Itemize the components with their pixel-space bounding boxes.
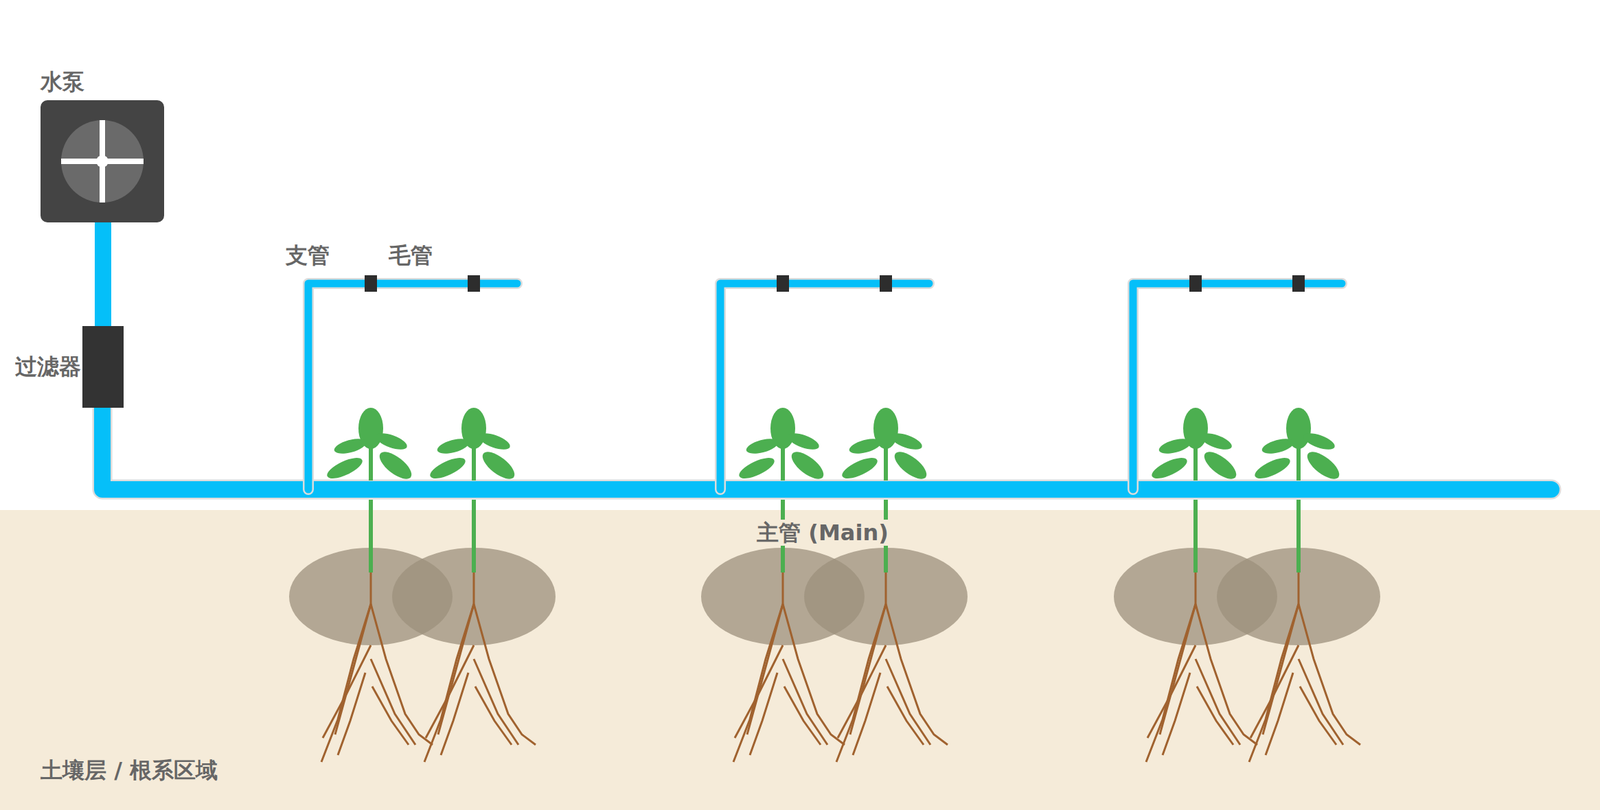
root [473,604,536,746]
root [1298,604,1361,746]
root [1195,659,1241,746]
main-pipe-outline [102,407,1552,490]
pipe-connector [94,222,112,327]
root [1196,686,1234,746]
root [1146,571,1196,763]
leaf [839,453,880,483]
root [1298,659,1344,746]
root [322,645,371,739]
leaf [332,436,368,457]
root [475,686,512,746]
pump-node: 水泵 [40,100,165,223]
emitter [879,275,893,292]
root [885,659,931,746]
root [784,686,821,746]
leaf [1251,453,1293,483]
leaf [890,447,932,484]
root [1162,672,1191,756]
emitter [467,275,480,292]
leaf [324,453,365,483]
root [733,571,783,763]
root [321,571,371,763]
plant [804,407,968,763]
leaf [1200,447,1241,484]
root [885,604,948,746]
leaf [373,429,409,453]
root [887,686,924,746]
filter-label: 过滤器 [15,353,82,380]
stem [1296,499,1301,573]
root [749,672,778,756]
soil-label: 土壤层 / 根系区域 [40,757,218,784]
leaf [1301,429,1337,453]
leaf [1157,436,1193,457]
connectors [103,222,104,327]
root [425,645,474,739]
pipe-label: 主管 (Main) [753,519,892,546]
root [370,659,416,746]
root [1299,686,1337,746]
leaf [476,429,512,453]
emitter [364,275,377,292]
emitter [1189,275,1202,292]
pipe-label: 支管 [285,242,330,269]
soil-node: 土壤层 / 根系区域 [0,510,1600,810]
stem [471,499,476,573]
main-pipe [102,407,1552,490]
soil-band [0,510,1600,810]
leaf [1198,429,1234,453]
emitter [776,275,790,292]
root [782,659,828,746]
pipes [102,275,1552,490]
leaf [744,436,780,457]
root [337,672,366,756]
filter-node: 过滤器 [82,326,124,408]
plant [392,407,556,763]
root [440,672,469,756]
leaf [1303,447,1344,484]
root [837,645,886,739]
emitter [1292,275,1305,292]
root [1250,645,1299,739]
root [1265,672,1294,756]
root [372,686,409,746]
leaf [785,429,821,453]
leaf [375,447,417,484]
stem [1193,499,1198,573]
pipe-label: 毛管 [388,242,433,269]
leaf [478,447,520,484]
leaf [888,429,924,453]
pump-fan [40,100,165,223]
leaf [736,453,777,483]
leaf [1260,436,1296,457]
leaf [427,453,468,483]
root [473,659,519,746]
pump-label: 水泵 [40,68,85,95]
root [1249,571,1299,763]
root [1147,645,1196,739]
stem [368,499,373,573]
leaf [787,447,829,484]
leaf [435,436,471,457]
root [424,571,474,763]
leaf [847,436,883,457]
root [836,571,886,763]
root [852,672,881,756]
plant [1216,407,1381,763]
root [734,645,783,739]
plants [289,407,1381,763]
leaf [1148,453,1190,483]
